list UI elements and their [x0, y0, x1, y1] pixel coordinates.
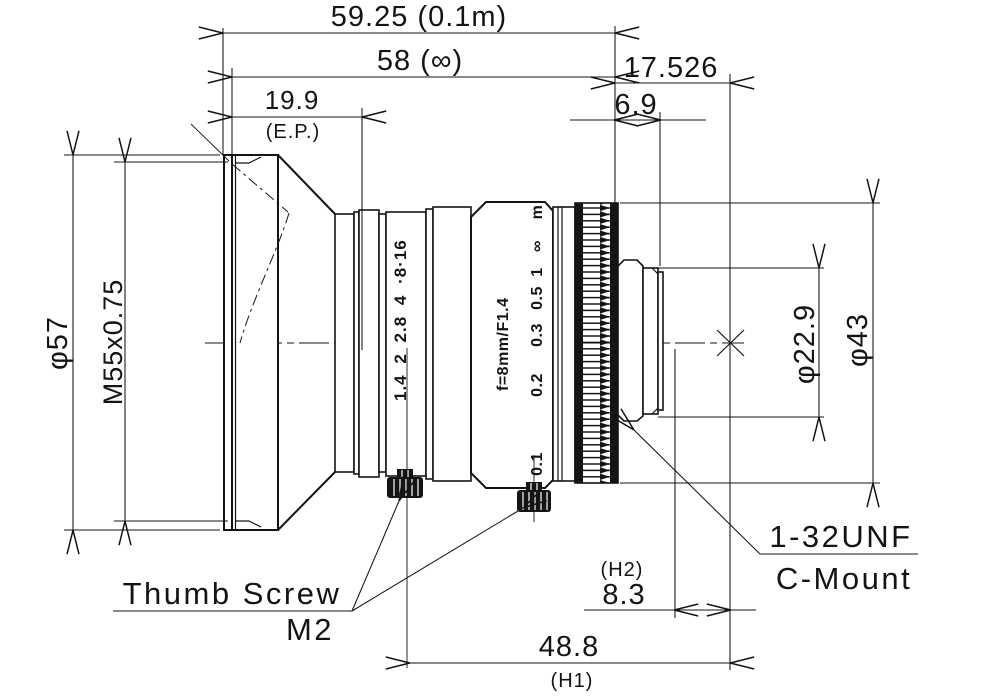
dimension-front-diameter: φ57	[42, 130, 220, 555]
dimension-flange-back: 17.526	[590, 52, 755, 670]
knurl-teeth	[600, 203, 610, 483]
step-ring-1	[378, 213, 387, 473]
focus-scale-02: 0.2	[529, 373, 546, 397]
label-thumb-screw: Thumb Screw M2	[113, 476, 548, 647]
spacer-ring-1	[334, 213, 355, 473]
focus-ring-knurled[interactable]	[574, 202, 619, 484]
label-thumb-screw-size: M2	[286, 612, 334, 647]
label-c-mount: 1-32UNF C-Mount	[612, 408, 918, 596]
aperture-scale-text: 1.4 2 2.8 4 ·8·16	[391, 239, 410, 401]
dimension-overall-infinity-value: 58 (∞)	[377, 45, 463, 77]
dimension-filter-thread-value: M55x0.75	[98, 279, 128, 406]
dimension-overall-near: 59.25 (0.1m)	[198, 1, 640, 256]
dimension-entrance-pupil: 19.9 (E.P.)	[207, 85, 387, 350]
dimension-h2-note: (H2)	[601, 559, 644, 581]
dimension-h2: (H2) 8.3	[584, 349, 756, 618]
dimension-barrel-diameter: φ43	[620, 178, 880, 508]
dimension-overall-near-value: 59.25 (0.1m)	[331, 1, 507, 33]
mount-flange-ring	[617, 259, 644, 422]
cone-section	[277, 154, 336, 531]
mount-end-ring	[657, 271, 664, 411]
rear-step-ring	[552, 206, 576, 482]
label-mount-thread-text: 1-32UNF	[769, 519, 912, 554]
dimension-mount-diameter-value: φ22.9	[789, 304, 821, 384]
dimension-h2-value: 8.3	[602, 579, 645, 611]
aperture-ring[interactable]	[385, 211, 427, 477]
c-mount-assembly	[617, 259, 664, 422]
dimension-entrance-pupil-value: 19.9	[265, 85, 320, 115]
label-mount-type-text: C-Mount	[776, 561, 912, 596]
dimension-h1-value: 48.8	[539, 631, 599, 663]
spacer-ring-3	[432, 206, 472, 482]
filter-thread-mark-top	[236, 156, 262, 164]
step-ring-2	[425, 208, 434, 480]
dimension-barrel-diameter-value: φ43	[842, 313, 874, 367]
thread-chamfer-lines	[651, 267, 659, 415]
focus-scale-1: 1	[529, 267, 546, 276]
barrel-markings: 1.4 2 2.8 4 ·8·16 f=8mm/F1.4 m ∞ 1 0.5 0…	[391, 205, 546, 476]
dimension-filter-thread: M55x0.75	[98, 137, 228, 546]
lens-spec-text: f=8mm/F1.4	[495, 298, 512, 391]
dimension-front-diameter-value: φ57	[42, 316, 74, 370]
dimension-entrance-pupil-note: (E.P.)	[266, 121, 321, 143]
label-thumb-screw-text: Thumb Screw	[123, 576, 342, 611]
focus-scale-m: m	[529, 205, 546, 220]
focus-scale-03: 0.3	[529, 323, 546, 347]
lens-body	[190, 123, 745, 531]
dimension-h1: 48.8 (H1)	[385, 348, 755, 692]
phantom-arc	[239, 212, 290, 344]
dimension-overall-infinity: 58 (∞)	[207, 45, 640, 155]
focus-scale-01: 0.1	[529, 452, 546, 476]
dimension-mount-thread-length-value: 6.9	[614, 89, 657, 121]
focus-scale-inf: ∞	[529, 240, 546, 252]
dimension-flange-back-value: 17.526	[624, 52, 719, 84]
dimension-mount-thread-length: 6.9	[570, 89, 706, 266]
phantom-diagonal	[231, 163, 289, 213]
c-mount-thread	[642, 267, 659, 415]
dimension-h1-note: (H1)	[551, 670, 594, 692]
dimension-mount-diameter: φ22.9	[658, 243, 826, 442]
filter-thread-mark-bottom	[236, 520, 262, 528]
focus-scale-05: 0.5	[529, 286, 546, 310]
